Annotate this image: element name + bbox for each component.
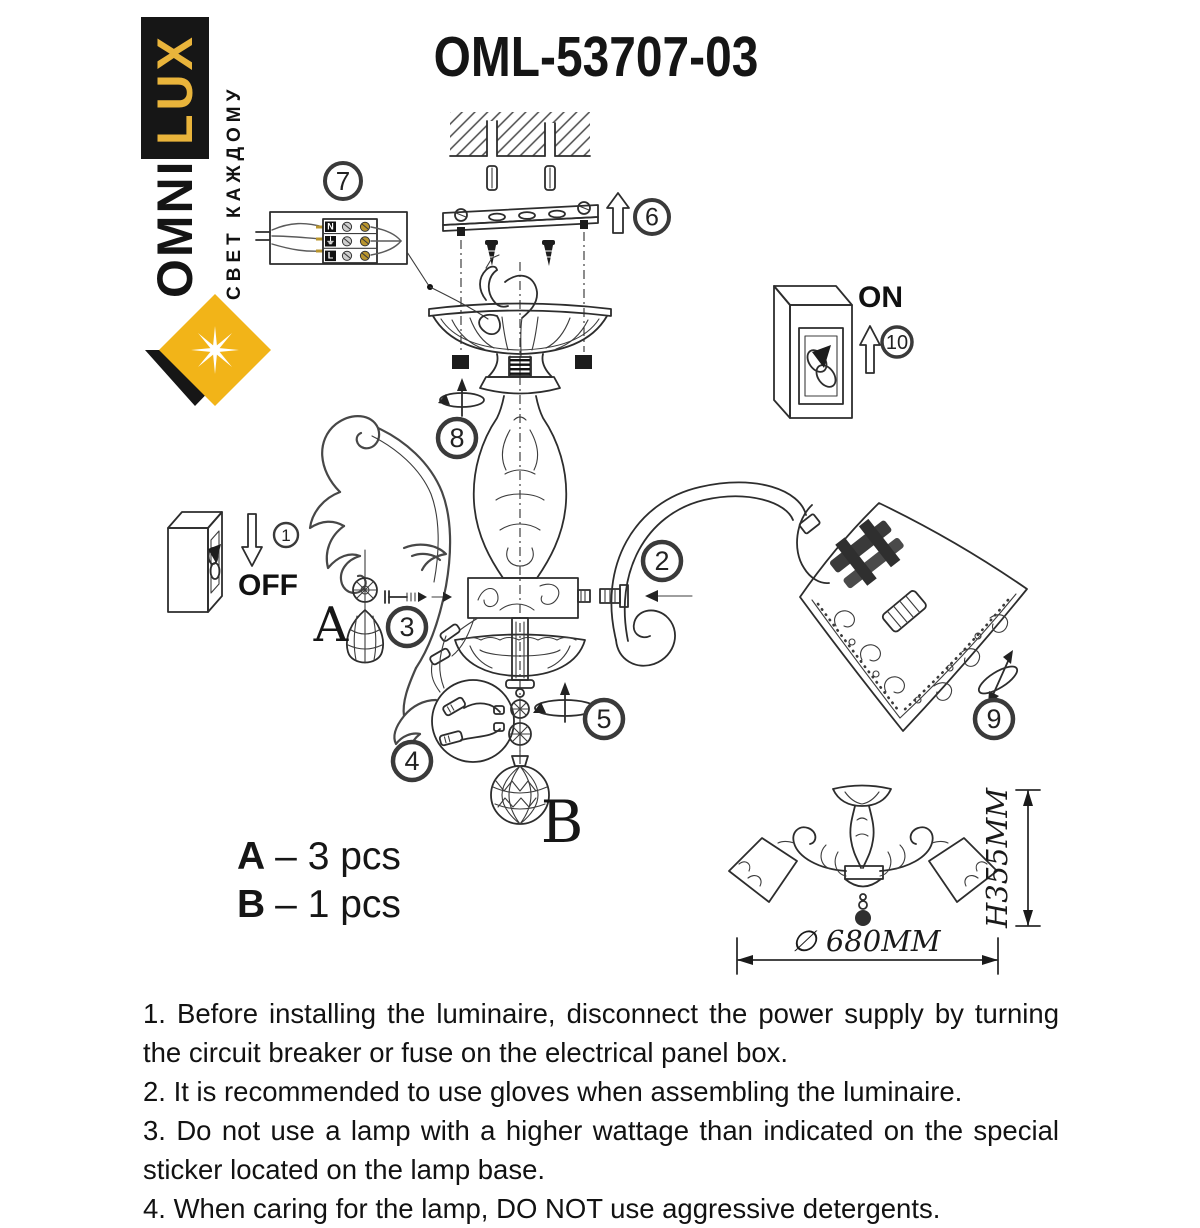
bulb (881, 590, 927, 633)
part-b-quantity: B– 1 pcs (237, 881, 401, 929)
off-label: OFF (238, 569, 298, 602)
safety-instructions: 1. Before installing the luminaire, disc… (143, 994, 1059, 1228)
part-a-letter: A (313, 597, 350, 653)
dimension-height: H355MM (980, 787, 1041, 929)
hub-box (429, 577, 693, 666)
svg-text:9: 9 (986, 704, 1001, 734)
step-badge-2: 2 (640, 539, 684, 583)
step-badge-3: 3 (385, 605, 429, 649)
step-badge-7: 7 (323, 161, 363, 201)
step-badge-1: 1 (272, 521, 300, 549)
lamp-socket (796, 504, 904, 589)
ceiling-canopy (428, 302, 612, 395)
on-label: ON (858, 281, 903, 314)
scroll-ornament (308, 415, 452, 758)
terminal-box-detail: N ⏚ L (255, 211, 489, 320)
svg-text:2: 2 (654, 546, 669, 576)
instruction-line-3: 3. Do not use a lamp with a higher watta… (143, 1115, 1059, 1185)
wall-dowels (486, 165, 556, 191)
wire-connection-detail (430, 635, 515, 763)
diameter-value: ∅ 680MM (791, 924, 942, 958)
step-badge-5: 5 (582, 697, 626, 741)
terminal-screws (341, 221, 371, 261)
part-b-qty-text: – 1 pcs (275, 883, 401, 926)
supply-wires (478, 254, 538, 357)
shade-ornament (834, 610, 1008, 704)
part-b-letter: B (541, 788, 584, 856)
assembly-diagram: N ⏚ L ON (167, 112, 1041, 975)
power-switch-on: ON (773, 281, 903, 419)
svg-text:4: 4 (404, 746, 419, 776)
page-title: OML-53707-03 (433, 25, 759, 89)
part-b-letter-label: B (237, 883, 266, 926)
terminal-label-n: N (327, 222, 334, 232)
arrow-down-icon (241, 513, 263, 567)
part-a-letter-label: A (237, 835, 266, 878)
terminal-label-ground: ⏚ (326, 236, 335, 246)
arrow-up-icon (606, 192, 630, 234)
side-screw (384, 590, 452, 604)
step-badge-9: 9 (972, 697, 1016, 741)
mounting-screws (485, 240, 555, 266)
arrow-up-icon (859, 325, 881, 374)
step-badge-10: 10 (880, 325, 914, 359)
brand-diamond-logo (145, 294, 271, 406)
rotate-indicator (977, 650, 1019, 705)
instruction-line-4: 4. When caring for the lamp, DO NOT use … (143, 1193, 941, 1224)
logo-starburst (191, 326, 239, 374)
lampshade (796, 502, 1028, 732)
crystal-pendant-b: B (490, 688, 584, 856)
bottom-bowl (454, 617, 586, 689)
svg-text:10: 10 (886, 332, 908, 354)
mounting-bracket (442, 201, 599, 369)
instruction-sheet: { "page": { "title": "OML-53707-03" }, "… (141, 17, 1059, 1224)
part-a-quantity: A– 3 pcs (237, 833, 401, 881)
ceiling-hatch (449, 112, 591, 157)
svg-text:3: 3 (399, 612, 414, 642)
svg-text:8: 8 (449, 423, 464, 453)
cap-nut (575, 355, 592, 369)
height-value: H355MM (980, 787, 1014, 929)
step-badge-8: 8 (435, 416, 479, 460)
parts-quantity: A– 3 pcs B– 1 pcs (237, 833, 401, 929)
step-badge-4: 4 (390, 739, 434, 783)
instruction-line-2: 2. It is recommended to use gloves when … (143, 1076, 963, 1107)
cap-nut (452, 355, 469, 369)
step-badge-6: 6 (633, 198, 671, 236)
svg-text:5: 5 (596, 704, 611, 734)
svg-text:1: 1 (281, 526, 290, 545)
instruction-line-1: 1. Before installing the luminaire, disc… (143, 998, 1059, 1068)
part-a-qty-text: – 3 pcs (275, 835, 401, 878)
crystal-pendant-a: A (313, 549, 384, 664)
svg-text:7: 7 (336, 166, 350, 196)
terminal-label-l: L (328, 251, 334, 261)
dimension-figure (728, 784, 998, 926)
power-switch-off: OFF (167, 511, 298, 613)
rotate-indicator (438, 378, 485, 417)
dimension-diameter: ∅ 680MM (736, 924, 999, 975)
svg-text:6: 6 (645, 204, 659, 232)
arm-scroll (610, 481, 807, 667)
